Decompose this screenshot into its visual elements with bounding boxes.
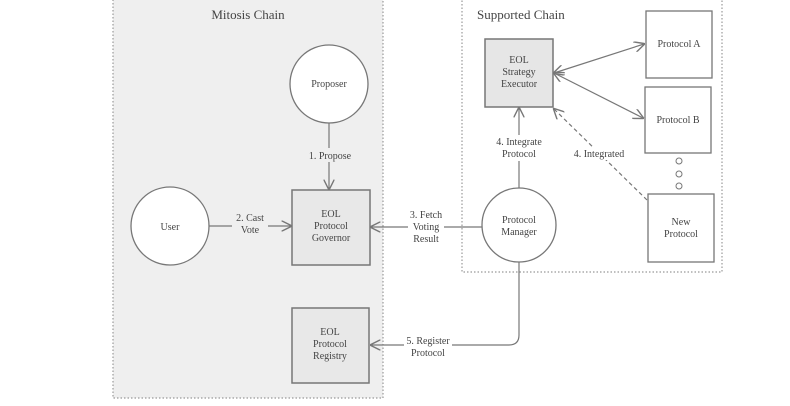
supported-chain-title: Supported Chain	[477, 7, 565, 22]
node-eol-protocol-governor: EOL Protocol Governor	[291, 189, 371, 266]
node-new-protocol: New Protocol	[647, 193, 715, 263]
node-protocol-manager: Protocol Manager	[481, 187, 557, 263]
svg-text:Manager: Manager	[501, 227, 537, 238]
edge-label-register-protocol: 5. Register Protocol	[404, 335, 452, 359]
svg-text:Vote: Vote	[241, 225, 260, 236]
svg-text:Protocol: Protocol	[411, 348, 445, 359]
svg-text:EOL: EOL	[321, 209, 340, 220]
svg-text:Strategy: Strategy	[502, 67, 535, 78]
svg-text:Registry: Registry	[313, 351, 347, 362]
ellipsis-dots	[675, 157, 683, 190]
svg-text:Protocol: Protocol	[664, 229, 698, 240]
svg-text:New: New	[672, 217, 692, 228]
svg-text:Protocol B: Protocol B	[656, 115, 699, 126]
svg-text:Protocol: Protocol	[502, 215, 536, 226]
edge-register-protocol	[371, 262, 520, 345]
svg-text:4. Integrate: 4. Integrate	[496, 137, 542, 148]
node-protocol-a: Protocol A	[645, 10, 713, 79]
svg-text:5. Register: 5. Register	[406, 336, 450, 347]
edge-label-cast-vote: 2. Cast Vote	[232, 210, 268, 238]
svg-text:Proposer: Proposer	[311, 79, 347, 90]
svg-text:Voting: Voting	[413, 222, 440, 233]
edge-label-fetch-voting-result: 3. Fetch Voting Result	[408, 207, 444, 247]
svg-text:Protocol: Protocol	[313, 339, 347, 350]
svg-text:Result: Result	[413, 234, 439, 245]
node-eol-protocol-registry: EOL Protocol Registry	[291, 307, 370, 384]
svg-text:Governor: Governor	[312, 233, 351, 244]
svg-text:EOL: EOL	[509, 55, 528, 66]
svg-text:4. Integrated: 4. Integrated	[574, 149, 625, 160]
node-user: User	[130, 186, 210, 266]
svg-text:Executor: Executor	[501, 79, 538, 90]
svg-text:EOL: EOL	[320, 327, 339, 338]
mitosis-chain-title: Mitosis Chain	[211, 7, 285, 22]
edge-label-integrated: 4. Integrated	[570, 147, 628, 160]
svg-text:User: User	[161, 222, 181, 233]
svg-text:1. Propose: 1. Propose	[309, 151, 352, 162]
svg-text:Protocol: Protocol	[314, 221, 348, 232]
svg-text:Protocol A: Protocol A	[657, 39, 701, 50]
svg-text:3. Fetch: 3. Fetch	[410, 210, 442, 221]
edge-executor-protocol-a	[554, 44, 644, 73]
node-eol-strategy-executor: EOL Strategy Executor	[484, 38, 554, 108]
svg-text:2. Cast: 2. Cast	[236, 213, 264, 224]
edge-label-propose: 1. Propose	[305, 148, 355, 162]
node-protocol-b: Protocol B	[644, 86, 712, 154]
node-proposer: Proposer	[289, 44, 369, 124]
edge-executor-protocol-b	[554, 73, 643, 118]
svg-text:Protocol: Protocol	[502, 149, 536, 160]
edge-label-integrate-protocol: 4. Integrate Protocol	[490, 135, 548, 161]
